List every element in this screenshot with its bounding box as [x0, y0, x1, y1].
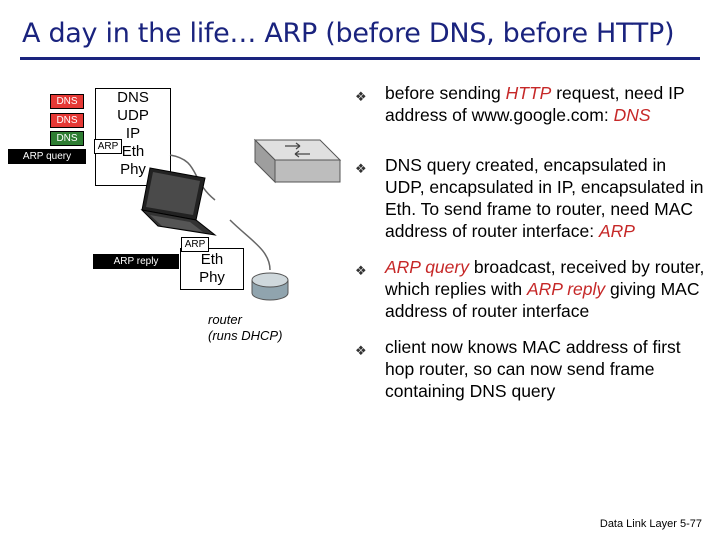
network-diagram: [140, 138, 342, 301]
dns-tag-2: DNS: [50, 113, 84, 128]
diamond-bullet-icon: ❖: [355, 343, 367, 358]
stack-layer-udp: UDP: [117, 107, 149, 124]
arp-reply-tag: ARP reply: [93, 254, 179, 269]
router-label-name: router: [208, 312, 242, 327]
dns-tag-3: DNS: [50, 131, 84, 146]
stack-layer-dns: DNS: [117, 89, 149, 106]
switch-icon: [253, 138, 342, 184]
router-label: router (runs DHCP): [208, 312, 282, 344]
router-protocol-stack: Eth Phy: [180, 248, 244, 290]
bullet-item-3: ❖ ARP query broadcast, received by route…: [355, 257, 705, 321]
stack-layer-eth: Eth: [121, 143, 145, 160]
arp-query-tag: ARP query: [8, 149, 86, 164]
router-icon: [251, 272, 289, 301]
title-underline: [20, 57, 700, 60]
bullet-item-1: ❖ before sending HTTP request, need IP a…: [355, 83, 685, 125]
bullet-item-4: ❖ client now knows MAC address of first …: [355, 337, 681, 401]
slide-footer: Data Link Layer 5-77: [599, 518, 702, 530]
bullet-list: ❖ before sending HTTP request, need IP a…: [355, 82, 705, 412]
diamond-bullet-icon: ❖: [355, 263, 367, 278]
router-arp-tag: ARP: [181, 237, 209, 252]
stack-layer-phy: Phy: [120, 161, 146, 178]
router-layer-phy: Phy: [199, 269, 225, 286]
page-title: A day in the life… ARP (before DNS, befo…: [22, 18, 675, 49]
diamond-bullet-icon: ❖: [355, 161, 367, 176]
bullet-item-2: ❖ DNS query created, encapsulated in UDP…: [355, 155, 704, 241]
diamond-bullet-icon: ❖: [355, 89, 367, 104]
client-arp-tag: ARP: [94, 139, 122, 154]
stack-layer-ip: IP: [125, 125, 141, 142]
laptop-icon: [140, 167, 217, 236]
router-layer-eth: Eth: [200, 251, 224, 268]
network-cable-icon: [169, 154, 216, 201]
router-cable-icon: [229, 219, 271, 271]
router-label-note: (runs DHCP): [208, 328, 283, 343]
dns-tag-1: DNS: [50, 94, 84, 109]
